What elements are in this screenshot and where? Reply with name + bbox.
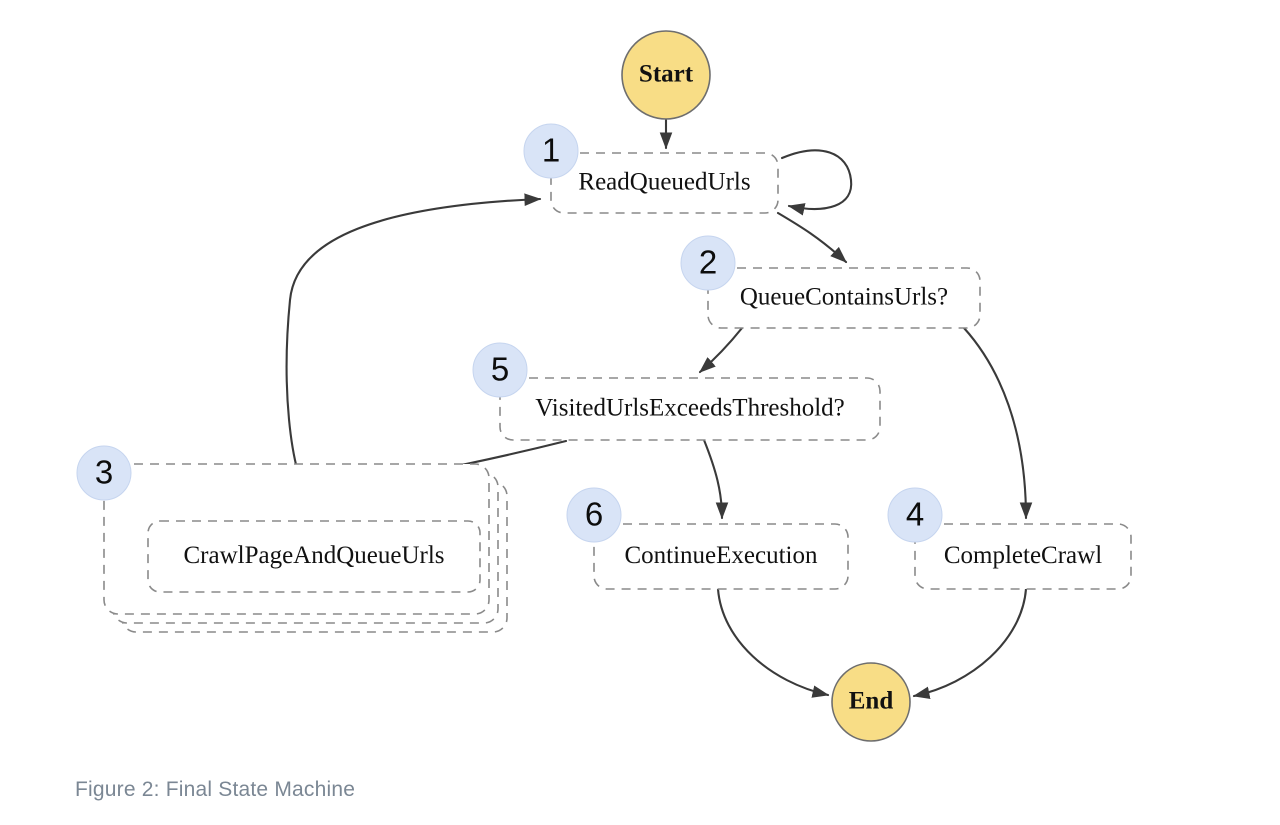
state-label-visited-urls-exceeds-threshold: VisitedUrlsExceedsThreshold? [535, 395, 845, 422]
edge-2-to-5 [698, 326, 744, 374]
state-node-queue-contains-urls[interactable]: QueueContainsUrls? [707, 267, 981, 329]
state-label-crawl-page-and-queue-urls: CrawlPageAndQueueUrls [183, 542, 444, 569]
edge-4-to-end [912, 587, 1028, 700]
figure-caption: Figure 2: Final State Machine [75, 778, 356, 801]
state-label-continue-execution: ContinueExecution [624, 542, 818, 569]
step-badge-4[interactable]: 4 [887, 487, 943, 543]
state-node-complete-crawl[interactable]: CompleteCrawl [914, 523, 1132, 590]
badge-number-2: 2 [699, 244, 717, 281]
step-badge-5[interactable]: 5 [472, 342, 528, 398]
badge-number-4: 4 [906, 496, 924, 533]
badge-circle-icon [680, 235, 736, 291]
badge-circle-icon [566, 487, 622, 543]
edge-3-to-1 [285, 193, 542, 522]
state-label-queue-contains-urls: QueueContainsUrls? [740, 284, 948, 311]
state-node-visited-urls-exceeds-threshold[interactable]: VisitedUrlsExceedsThreshold? [499, 377, 881, 441]
state-label-complete-crawl: CompleteCrawl [944, 542, 1102, 569]
step-badge-2[interactable]: 2 [680, 235, 736, 291]
badge-number-1: 1 [542, 132, 560, 169]
step-badge-6[interactable]: 6 [566, 487, 622, 543]
edge-6-to-end [716, 587, 830, 698]
badge-number-3: 3 [95, 454, 113, 491]
terminal-node-start[interactable]: Start [621, 30, 711, 120]
badges-layer: 1 2 3 4 5 6 [76, 123, 943, 543]
step-badge-3[interactable]: 3 [76, 445, 132, 501]
terminal-label-start: Start [639, 61, 694, 88]
state-node-read-queued-urls[interactable]: ReadQueuedUrls [550, 152, 779, 214]
state-box-inner [147, 520, 481, 593]
edge-1-to-2 [776, 211, 848, 264]
edges-layer [285, 117, 1033, 700]
state-box [914, 523, 1132, 590]
terminal-node-end[interactable]: End [831, 662, 911, 742]
badge-number-6: 6 [585, 496, 603, 533]
badge-circle-icon [472, 342, 528, 398]
badge-circle-icon [76, 445, 132, 501]
edge-2-to-4 [962, 326, 1033, 520]
state-label-read-queued-urls: ReadQueuedUrls [578, 169, 750, 196]
state-box [550, 152, 779, 214]
badge-number-5: 5 [491, 351, 509, 388]
step-badge-1[interactable]: 1 [523, 123, 579, 179]
state-node-continue-execution[interactable]: ContinueExecution [593, 523, 849, 590]
terminal-circle-start [621, 30, 711, 120]
terminal-label-end: End [849, 688, 894, 715]
badge-circle-icon [523, 123, 579, 179]
edge-1-self-loop [780, 149, 853, 216]
state-box [593, 523, 849, 590]
edge-5-to-6 [702, 438, 729, 520]
state-box [707, 267, 981, 329]
badge-circle-icon [887, 487, 943, 543]
state-box [499, 377, 881, 441]
terminal-circle-end [831, 662, 911, 742]
state-node-crawl-page-and-queue-urls[interactable]: CrawlPageAndQueueUrls [103, 463, 508, 633]
